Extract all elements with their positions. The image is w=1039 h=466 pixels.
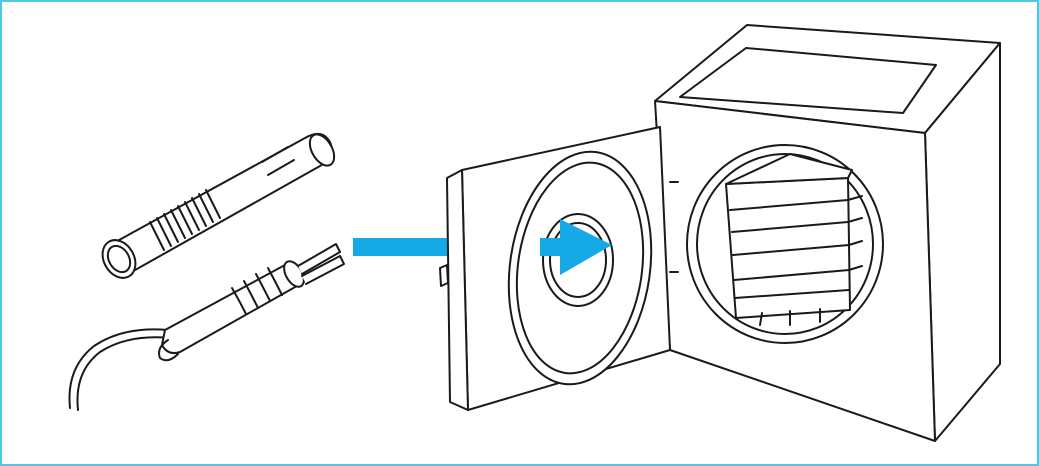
autoclave-door — [440, 127, 670, 410]
autoclave-icon — [440, 25, 1000, 441]
sterilizer-trays — [726, 154, 862, 325]
handpiece-sleeve-icon — [96, 130, 339, 284]
